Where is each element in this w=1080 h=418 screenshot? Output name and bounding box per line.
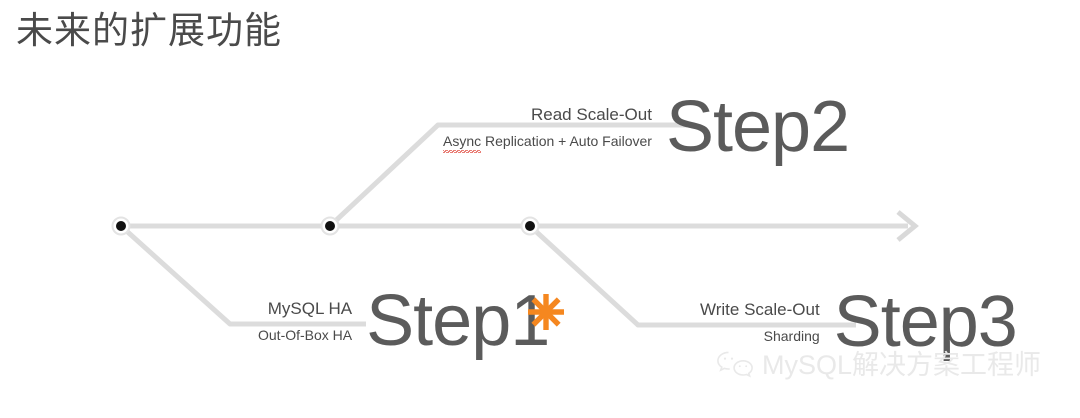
step2-secondary-label: Async Replication + Auto Failover <box>443 128 652 154</box>
timeline-arrow-head <box>896 210 919 242</box>
step3-text-block: Write Scale-Out Sharding <box>700 299 820 345</box>
branch-line-step2 <box>328 122 687 228</box>
step-group-step2: Read Scale-Out Async Replication + Auto … <box>443 87 850 167</box>
watermark: MySQL解决方案工程师 <box>716 350 1041 380</box>
step3-big-label: Step3 <box>833 282 1018 362</box>
step1-big-label: Step1 <box>366 281 550 361</box>
step3-primary-label: Write Scale-Out <box>700 299 820 319</box>
timeline-node-step3[interactable] <box>520 216 540 236</box>
wechat-icon <box>717 351 753 378</box>
step1-primary-label: MySQL HA <box>267 298 353 318</box>
step2-misspelled-word: Async <box>443 133 482 154</box>
timeline-node-step1[interactable] <box>111 216 131 236</box>
step1-text-block: MySQL HA Out-Of-Box HA <box>258 298 352 344</box>
step3-secondary-label: Sharding <box>763 328 820 345</box>
starburst-icon <box>528 294 564 330</box>
step2-primary-label: Read Scale-Out <box>531 104 652 124</box>
step2-secondary-rest: Replication + Auto Failover <box>481 133 652 150</box>
step-group-step3: Write Scale-Out Sharding Step3 <box>700 282 1018 362</box>
timeline-node-step2[interactable] <box>320 216 340 236</box>
watermark-text: MySQL解决方案工程师 <box>762 349 1042 380</box>
branch-line-step3 <box>528 224 856 328</box>
branch-line-step1 <box>119 224 366 327</box>
step-group-step1: MySQL HA Out-Of-Box HA Step1 <box>258 281 550 361</box>
step2-big-label: Step2 <box>665 87 850 167</box>
step1-secondary-label: Out-Of-Box HA <box>258 327 353 344</box>
step2-text-block: Read Scale-Out Async Replication + Auto … <box>443 104 652 154</box>
page-title: 未来的扩展功能 <box>16 10 282 51</box>
